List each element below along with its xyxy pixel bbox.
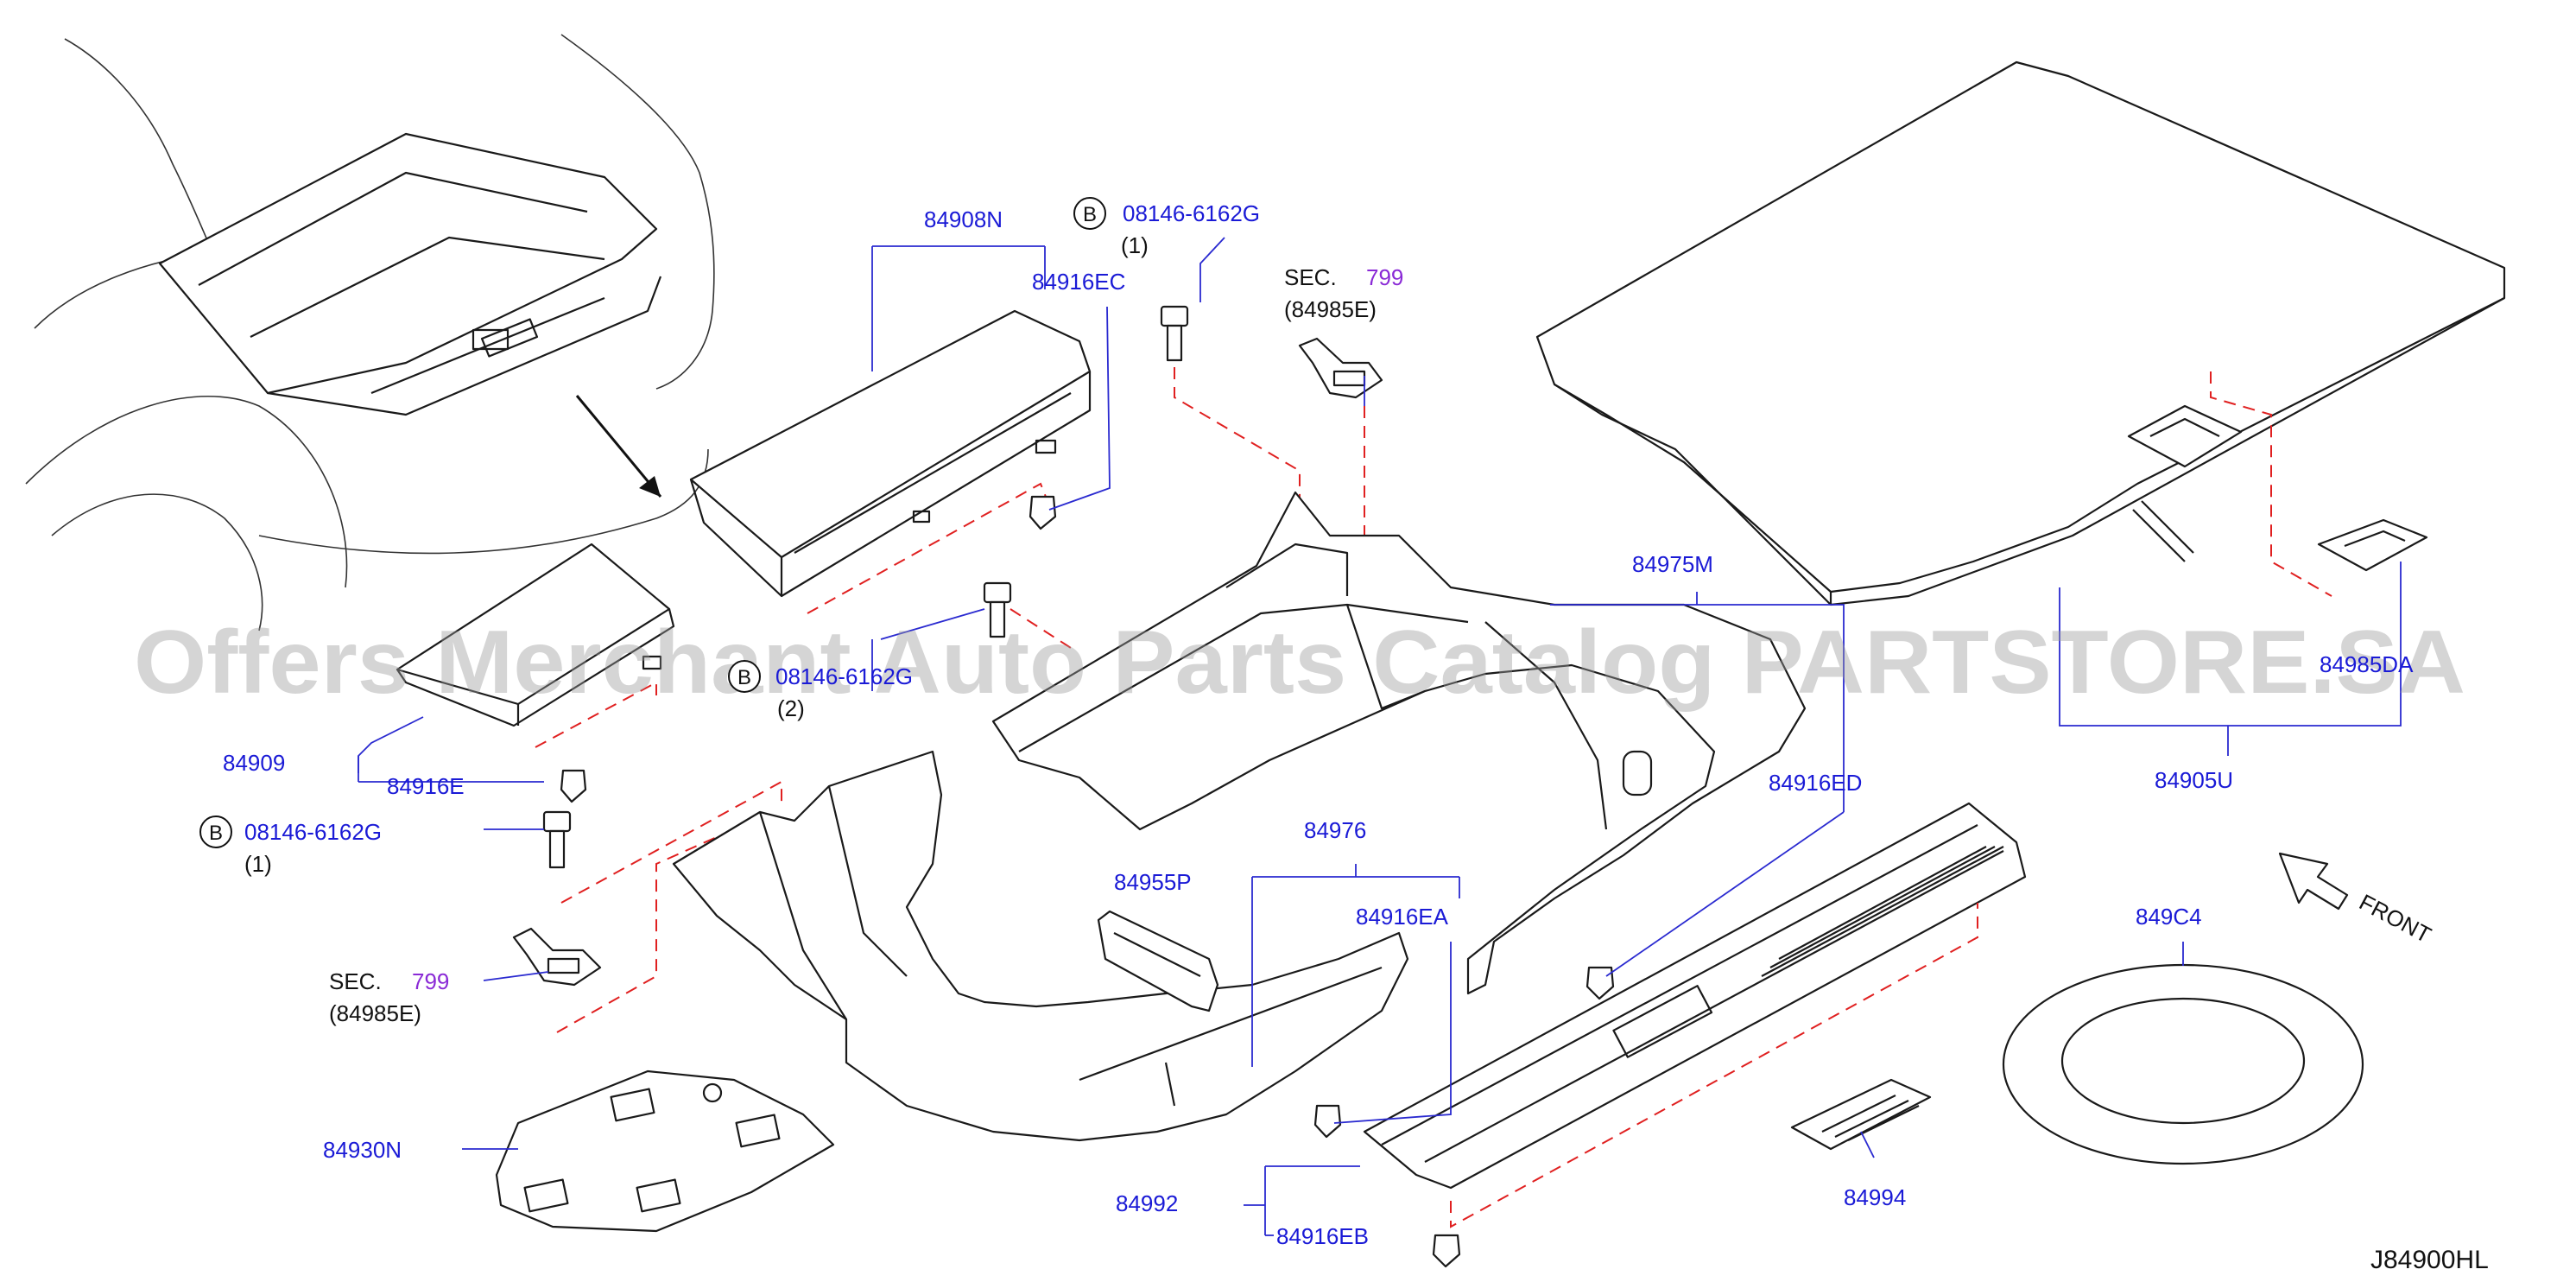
front-direction-arrow <box>2278 852 2349 911</box>
label-bolt-top-qty: (1) <box>1121 232 1149 258</box>
circle-b-mid-letter: B <box>737 666 751 689</box>
label-849C4: 849C4 <box>2136 904 2202 930</box>
circle-b-mid: B <box>728 660 761 693</box>
circle-b-top: B <box>1073 197 1106 230</box>
label-front: FRONT <box>2355 889 2435 949</box>
clip-84916EA <box>1313 1104 1342 1139</box>
label-bolt-top: 08146-6162G <box>1123 200 1260 226</box>
label-sec-top-ref: (84985E) <box>1284 296 1377 322</box>
clip-84916EC <box>1029 495 1057 530</box>
label-sec-top-num: 799 <box>1366 264 1403 290</box>
part-84994-pad <box>1790 1078 1932 1151</box>
label-bolt-mid-qty: (2) <box>777 695 805 721</box>
bracket-sec-799-left <box>512 927 602 987</box>
vehicle-rear-outline <box>25 34 715 631</box>
part-84908N-board <box>689 309 1092 598</box>
label-84908N: 84908N <box>924 206 1003 232</box>
label-84905U: 84905U <box>2155 767 2233 793</box>
label-84916E: 84916E <box>387 773 465 799</box>
label-84916EA: 84916EA <box>1356 904 1449 930</box>
label-bolt-left-qty: (1) <box>244 851 272 877</box>
label-bolt-mid: 08146-6162G <box>775 663 913 689</box>
clip-84916E <box>560 769 587 803</box>
label-84916EB: 84916EB <box>1276 1223 1369 1249</box>
label-84994: 84994 <box>1844 1184 1906 1210</box>
label-84930N: 84930N <box>323 1137 402 1163</box>
watermark: Offers Merchant Auto Parts Catalog PARTS… <box>134 612 2465 713</box>
diagram-code: J84900HL <box>2370 1246 2489 1274</box>
part-849C4-ring <box>2002 963 2364 1165</box>
part-84909-board <box>396 543 675 727</box>
part-84985DA-cover <box>2317 518 2428 572</box>
label-sec-left-ref: (84985E) <box>329 1000 421 1026</box>
circle-b-top-letter: B <box>1083 203 1097 226</box>
label-bolt-left: 08146-6162G <box>244 819 382 845</box>
circle-b-left-letter: B <box>209 822 223 845</box>
part-84930N-mat <box>495 1069 835 1233</box>
label-sec-top-prefix: SEC. <box>1284 264 1337 290</box>
clip-84916ED <box>1585 966 1615 1000</box>
label-sec-left-num: 799 <box>412 968 449 994</box>
label-84975M: 84975M <box>1632 551 1713 577</box>
label-84916ED: 84916ED <box>1769 770 1862 796</box>
part-84992-step-finisher <box>1363 802 2027 1190</box>
leader-lines <box>358 237 2402 1236</box>
view-arrow-head <box>639 476 661 497</box>
label-84992: 84992 <box>1116 1190 1178 1216</box>
label-84985DA: 84985DA <box>2320 651 2414 677</box>
part-84975M-frame <box>991 491 1807 995</box>
bracket-sec-799-top <box>1298 337 1383 399</box>
bolt-top <box>1160 305 1189 362</box>
label-84955P: 84955P <box>1114 869 1192 895</box>
label-84909: 84909 <box>223 750 285 776</box>
view-arrow <box>575 395 662 498</box>
part-84976-frame <box>672 750 1409 1142</box>
label-84976: 84976 <box>1304 817 1366 843</box>
bolt-left <box>542 810 572 869</box>
label-sec-left-prefix: SEC. <box>329 968 382 994</box>
circle-b-left: B <box>199 816 232 848</box>
clip-84916EB <box>1432 1234 1461 1268</box>
label-84916EC: 84916EC <box>1032 269 1125 295</box>
part-84955P <box>1097 910 1219 1012</box>
part-84905U-floor-board <box>1535 60 2506 606</box>
bolt-mid <box>983 581 1012 638</box>
